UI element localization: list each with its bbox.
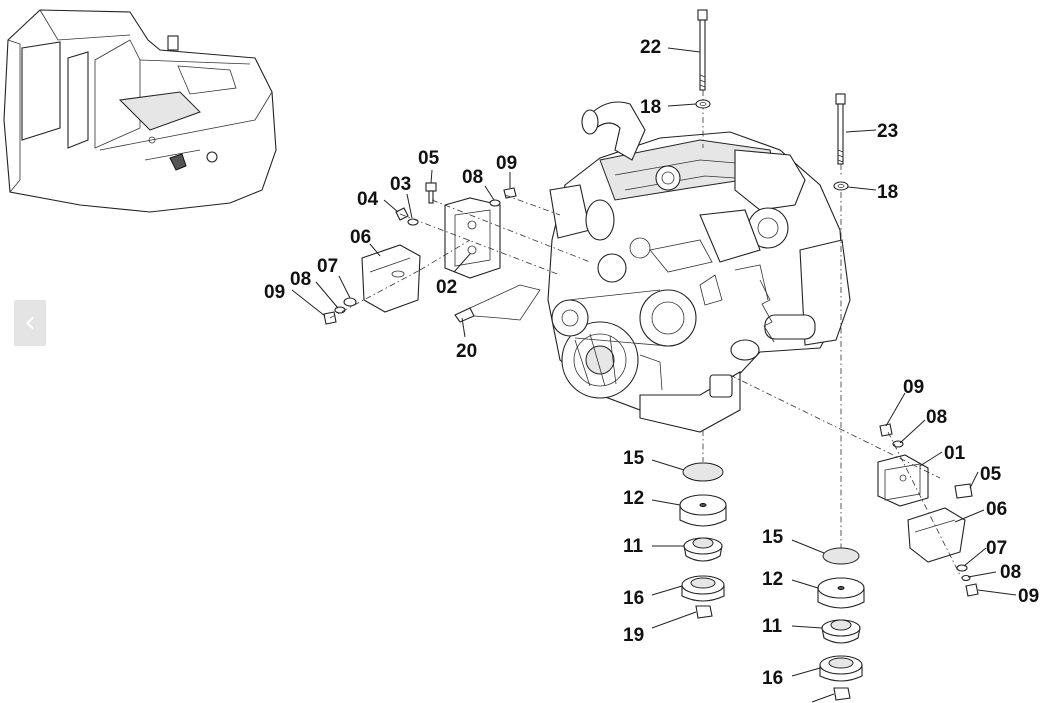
bolt-23 <box>835 93 846 175</box>
left-mount-stack <box>679 430 727 619</box>
excavator-thumbnail <box>3 9 277 213</box>
right-bracket-assembly <box>729 374 979 597</box>
callout-03: 03 <box>390 174 411 195</box>
right-mount-stack <box>817 260 865 701</box>
callout-15-left: 15 <box>623 448 645 469</box>
left-bracket-assembly <box>323 182 591 325</box>
engine-assembly <box>547 101 851 433</box>
callout-02: 02 <box>436 277 457 298</box>
callout-11-left: 11 <box>623 536 644 557</box>
callout-labels: 22 18 23 18 05 08 09 04 03 06 07 08 09 0… <box>264 37 1039 689</box>
callout-19: 19 <box>623 625 644 646</box>
washer-18-upper-left <box>695 99 711 109</box>
callout-08-left-bottom: 08 <box>290 269 311 290</box>
callout-08-right-top: 08 <box>926 407 947 428</box>
callout-22: 22 <box>640 37 661 58</box>
callout-16-right: 16 <box>762 668 783 689</box>
callout-16-left: 16 <box>623 588 644 609</box>
callout-12-right: 12 <box>762 569 783 590</box>
callout-05-left: 05 <box>418 148 440 169</box>
callout-20: 20 <box>456 341 477 362</box>
callout-06-right: 06 <box>986 499 1007 520</box>
callout-01: 01 <box>944 443 966 464</box>
callout-04: 04 <box>357 189 379 210</box>
leader-lines <box>291 47 1017 703</box>
callout-23: 23 <box>877 121 898 142</box>
callout-09-left-top: 09 <box>496 153 517 174</box>
callout-07-right: 07 <box>986 538 1007 559</box>
callout-09-right-top: 09 <box>903 377 924 398</box>
callout-18-upper-right: 18 <box>877 182 898 203</box>
callout-06-left: 06 <box>350 227 371 248</box>
callout-09-right-bottom: 09 <box>1018 586 1039 607</box>
callout-09-left-bottom: 09 <box>264 282 285 303</box>
callout-05-right: 05 <box>980 464 1002 485</box>
callout-11-right: 11 <box>762 616 783 637</box>
callout-07-left: 07 <box>317 256 338 277</box>
bolt-22 <box>697 9 708 148</box>
callout-18-upper-left: 18 <box>640 97 661 118</box>
callout-12-left: 12 <box>623 488 644 509</box>
callout-15-right: 15 <box>762 527 784 548</box>
washer-18-upper-right <box>833 181 849 191</box>
callout-08-right-bottom: 08 <box>1000 562 1021 583</box>
chevron-left-icon: ‹ <box>24 305 36 340</box>
callout-08-left-top: 08 <box>462 167 483 188</box>
previous-image-button[interactable]: ‹ <box>14 300 46 346</box>
